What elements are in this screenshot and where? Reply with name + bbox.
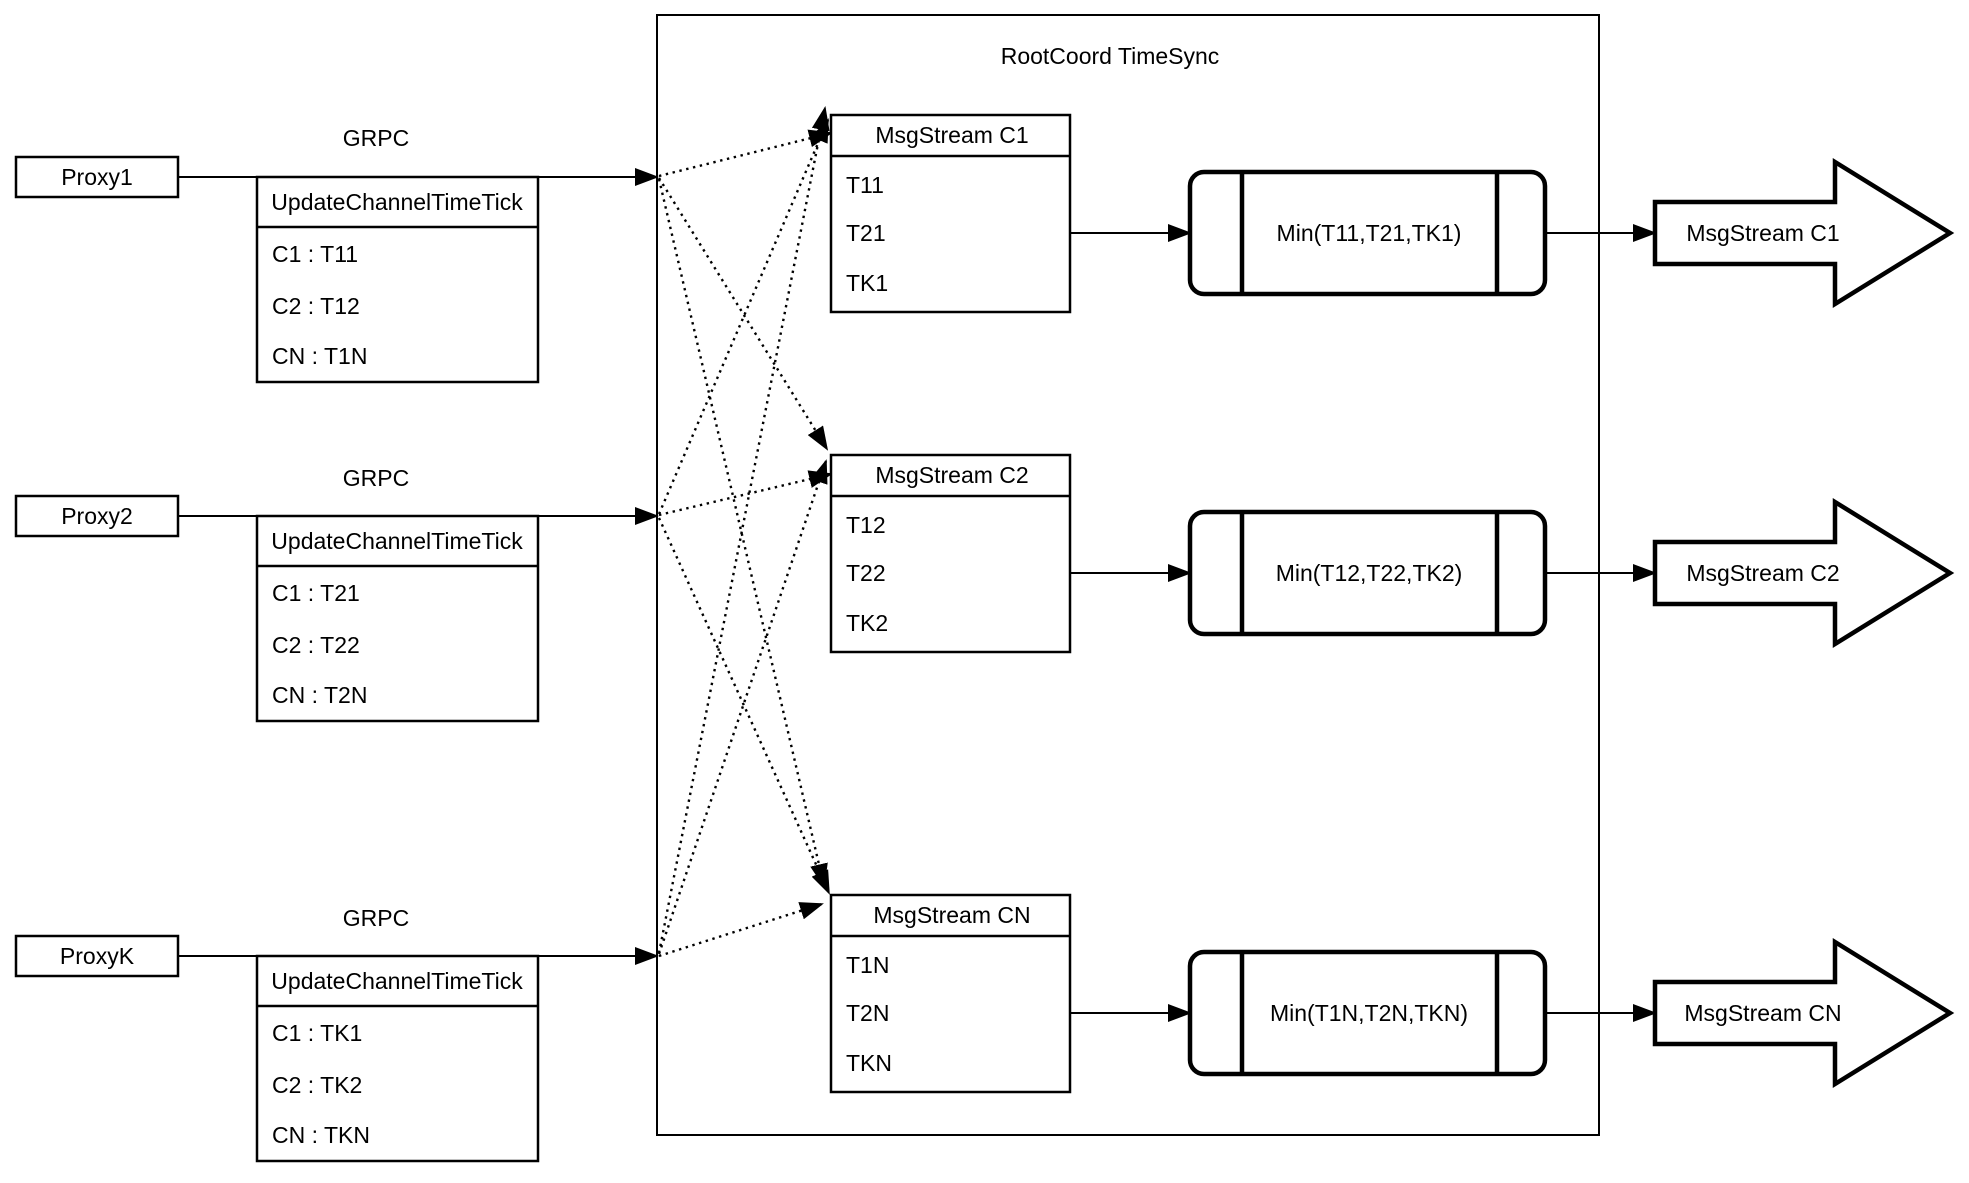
min-label: Min(T12,T22,TK2) (1276, 560, 1463, 586)
table-row: C2 : T22 (272, 632, 360, 658)
channel-row-3: MsgStream CN T1N T2N TKN Min(T1N,T2N,TKN… (829, 893, 1955, 1094)
table-row: C1 : TK1 (272, 1020, 362, 1046)
proxy-row-3: ProxyK GRPC UpdateChannelTimeTick C1 : T… (14, 905, 659, 1163)
tick-value: T12 (846, 512, 886, 538)
block-arrow-shape (1652, 497, 1955, 649)
table-frame (829, 113, 1072, 314)
table-row: CN : T2N (272, 682, 367, 708)
stream-header: MsgStream CN (873, 902, 1030, 928)
dotted-arrow-p2-c1 (657, 118, 830, 515)
stream-header: MsgStream C2 (875, 462, 1028, 488)
output-label: MsgStream C2 (1686, 560, 1839, 586)
table-frame (829, 453, 1072, 654)
msgstream-c1-table: MsgStream C1 T11 T21 TK1 (829, 113, 1072, 314)
dotted-arrow-p2-c2 (658, 470, 833, 517)
table-row: CN : T1N (272, 343, 367, 369)
table-row: C2 : TK2 (272, 1072, 362, 1098)
dotted-arrow-pk-c1 (657, 106, 830, 954)
table-header: UpdateChannelTimeTick (271, 528, 523, 554)
msgstream-c1-output-arrow: MsgStream C1 (1652, 157, 1955, 309)
table-row: C1 : T21 (272, 580, 360, 606)
tick-value: TK1 (846, 270, 888, 296)
min-box-c2: Min(T12,T22,TK2) (1187, 509, 1548, 637)
rootcoord-timesync-container (656, 14, 1600, 1136)
msgstream-cn-output-arrow: MsgStream CN (1652, 937, 1955, 1089)
proxy-row-2: Proxy2 GRPC UpdateChannelTimeTick C1 : T… (14, 465, 659, 723)
table-frame (255, 175, 540, 384)
grpc-label: GRPC (343, 125, 409, 151)
proxy2-box (14, 494, 180, 538)
grpc-label: GRPC (343, 905, 409, 931)
output-label: MsgStream CN (1684, 1000, 1841, 1026)
table-row: CN : TKN (272, 1122, 370, 1148)
proxy2-label: Proxy2 (61, 503, 133, 529)
min-box-cn: Min(T1N,T2N,TKN) (1187, 949, 1548, 1077)
min-box-c1: Min(T11,T21,TK1) (1187, 169, 1548, 297)
table-row: C1 : T11 (272, 241, 358, 267)
proxy1-label: Proxy1 (61, 164, 133, 190)
tick-value: TK2 (846, 610, 888, 636)
table-header: UpdateChannelTimeTick (271, 968, 523, 994)
block-arrow-shape (1652, 937, 1955, 1089)
update-channel-timetick-table-2: UpdateChannelTimeTick C1 : T21 C2 : T22 … (255, 514, 540, 723)
dotted-arrow-pk-c2 (657, 459, 828, 955)
min-label: Min(T1N,T2N,TKN) (1270, 1000, 1468, 1026)
update-channel-timetick-table-3: UpdateChannelTimeTick C1 : TK1 C2 : TK2 … (255, 954, 540, 1163)
rootcoord-timesync-title: RootCoord TimeSync (1001, 43, 1220, 69)
table-row: C2 : T12 (272, 293, 360, 319)
msgstream-c2-table: MsgStream C2 T12 T22 TK2 (829, 453, 1072, 654)
output-label: MsgStream C1 (1686, 220, 1839, 246)
channel-row-2: MsgStream C2 T12 T22 TK2 Min(T12,T22,TK2… (829, 453, 1955, 654)
tick-value: TKN (846, 1050, 892, 1076)
dotted-arrow-p1-c2 (657, 177, 829, 451)
timetick-fanout (657, 106, 833, 958)
tick-value: T22 (846, 560, 886, 586)
grpc-label: GRPC (343, 465, 409, 491)
proxy-row-1: Proxy1 GRPC UpdateChannelTimeTick C1 : T… (14, 125, 659, 384)
dotted-arrow-p2-cn (657, 517, 831, 895)
table-frame (255, 954, 540, 1163)
tick-value: T2N (846, 1000, 889, 1026)
msgstream-c2-output-arrow: MsgStream C2 (1652, 497, 1955, 649)
proxy1-box (14, 155, 180, 199)
stream-header: MsgStream C1 (875, 122, 1028, 148)
update-channel-timetick-table-1: UpdateChannelTimeTick C1 : T11 C2 : T12 … (255, 175, 540, 384)
proxyk-label: ProxyK (60, 943, 135, 969)
dotted-arrow-p1-cn (657, 178, 828, 888)
table-header: UpdateChannelTimeTick (271, 189, 523, 215)
tick-value: T1N (846, 952, 889, 978)
channel-row-1: MsgStream C1 T11 T21 TK1 Min(T11,T21,TK1… (829, 113, 1955, 314)
dotted-arrow-pk-cn (658, 902, 824, 958)
proxyk-box (14, 934, 180, 978)
table-frame (829, 893, 1072, 1094)
block-arrow-shape (1652, 157, 1955, 309)
tick-value: T11 (846, 172, 884, 198)
dotted-arrow-p1-c1 (658, 129, 833, 178)
msgstream-cn-table: MsgStream CN T1N T2N TKN (829, 893, 1072, 1094)
tick-value: T21 (846, 220, 886, 246)
min-label: Min(T11,T21,TK1) (1277, 220, 1462, 246)
table-frame (255, 514, 540, 723)
